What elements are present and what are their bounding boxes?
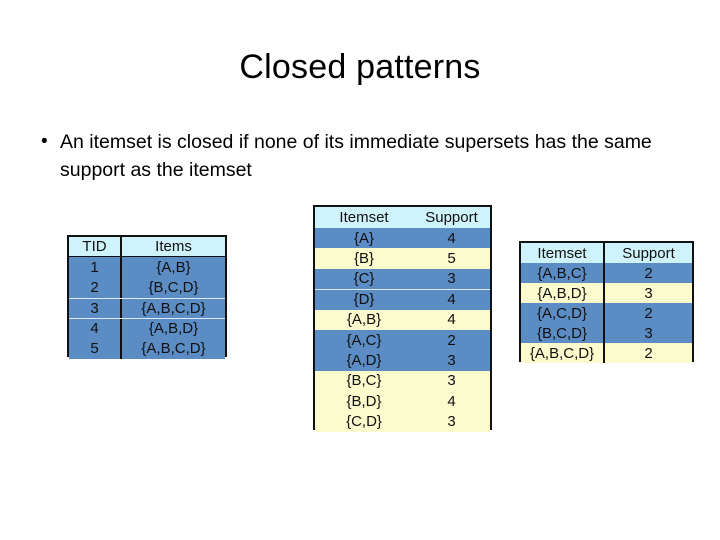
cell-support: 3 — [447, 413, 456, 431]
bullet-marker-icon: • — [41, 131, 48, 152]
table-row: {A,C} 2 — [315, 329, 490, 351]
page-title: Closed patterns — [239, 48, 481, 86]
cell-support: 3 — [447, 270, 456, 288]
table-row: {A,B,D} 3 — [521, 283, 692, 303]
cell-support: 2 — [644, 344, 653, 362]
cell-itemset: {C,D} — [346, 413, 382, 431]
closed-itemsets-table: Itemset Support {A,B,C} 2 {A,B,D} 3 {A,C… — [519, 241, 694, 363]
column-header-support: Support — [413, 207, 490, 228]
cell-tid: 1 — [69, 257, 122, 278]
cell-itemset: {A} — [353, 229, 375, 247]
table-row: 3 {A,B,C,D} — [69, 297, 225, 319]
cell-items: {A,B} — [156, 258, 191, 276]
cell-itemset: {B} — [353, 250, 375, 268]
table-row: 1 {A,B} — [69, 257, 225, 278]
cell-items: {A,B,C,D} — [141, 299, 206, 317]
transactions-table: TID Items 1 {A,B} 2 {B,C,D} 3 {A,B,C,D} … — [67, 235, 227, 359]
cell-itemset: {A,B} — [346, 311, 382, 329]
column-header-itemset: Itemset — [315, 207, 413, 228]
cell-support: 3 — [644, 284, 653, 302]
table-row: {C,D} 3 — [315, 411, 490, 432]
cell-items: {A,B,C,D} — [141, 340, 206, 358]
cell-itemset: {D} — [353, 291, 375, 309]
column-header-tid: TID — [69, 237, 122, 257]
bullet-list: • An itemset is closed if none of its im… — [36, 128, 696, 185]
bullet-item: • An itemset is closed if none of its im… — [36, 128, 696, 185]
table-row: {D} 4 — [315, 289, 490, 310]
cell-support: 2 — [644, 304, 653, 322]
cell-tid: 2 — [69, 277, 122, 298]
table-header-row: TID Items — [69, 237, 225, 257]
cell-support: 3 — [644, 324, 653, 342]
cell-items: {B,C,D} — [148, 279, 199, 297]
column-header-items: Items — [122, 237, 225, 257]
cell-support: 4 — [447, 291, 456, 309]
cell-items: {A,B,D} — [148, 320, 199, 338]
cell-itemset: {A,B,C,D} — [521, 343, 605, 363]
cell-support: 2 — [447, 331, 456, 349]
cell-support: 3 — [447, 372, 456, 390]
table-row: 4 {A,B,D} — [69, 318, 225, 339]
cell-itemset: {A,B,C} — [521, 263, 605, 283]
table-row: {A,B,C} 2 — [521, 263, 692, 283]
cell-itemset: {B,D} — [346, 392, 382, 410]
table-header-row: Itemset Support — [315, 207, 490, 228]
table-row: {C} 3 — [315, 268, 490, 290]
table-row: 5 {A,B,C,D} — [69, 338, 225, 359]
cell-itemset: {A,C,D} — [521, 303, 605, 323]
cell-support: 2 — [644, 264, 653, 282]
cell-itemset: {B,C,D} — [521, 323, 605, 343]
cell-support: 4 — [447, 392, 456, 410]
table-header-row: Itemset Support — [521, 243, 692, 263]
table-row: {B,C} 3 — [315, 370, 490, 392]
cell-tid: 3 — [69, 298, 122, 319]
table-row: {A,D} 3 — [315, 350, 490, 371]
cell-itemset: {A,B,D} — [521, 283, 605, 303]
cell-tid: 4 — [69, 319, 122, 339]
table-row: {A,B,C,D} 2 — [521, 343, 692, 363]
table-row: {A,C,D} 2 — [521, 303, 692, 323]
table-row: {B} 5 — [315, 248, 490, 269]
table-row: {B,C,D} 3 — [521, 323, 692, 343]
cell-itemset: {A,C} — [346, 331, 382, 349]
cell-itemset: {C} — [353, 270, 375, 288]
cell-support: 4 — [447, 229, 456, 247]
cell-itemset: {B,C} — [346, 372, 382, 390]
column-header-itemset: Itemset — [521, 243, 605, 263]
table-row: {B,D} 4 — [315, 391, 490, 412]
table-row: {A} 4 — [315, 228, 490, 249]
cell-support: 3 — [447, 352, 456, 370]
table-row: 2 {B,C,D} — [69, 277, 225, 298]
column-header-support: Support — [605, 243, 692, 263]
cell-tid: 5 — [69, 338, 122, 359]
cell-itemset: {A,D} — [346, 352, 382, 370]
all-itemsets-table: Itemset Support {A} 4 {B} 5 {C} 3 {D} 4 … — [313, 205, 492, 432]
cell-support: 5 — [447, 250, 456, 268]
bullet-text: An itemset is closed if none of its imme… — [60, 131, 652, 182]
table-row: {A,B} 4 — [315, 309, 490, 330]
cell-support: 4 — [447, 311, 456, 329]
